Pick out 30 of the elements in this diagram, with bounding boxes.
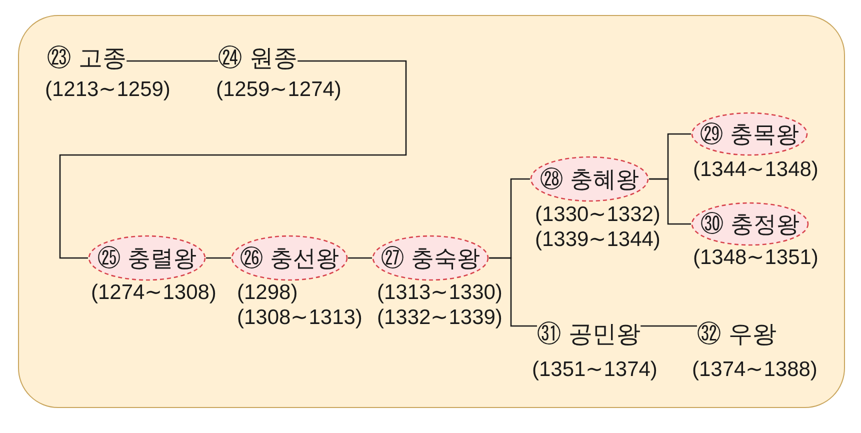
connector-line [206,257,231,259]
king-name: ㉓ 고종 [47,44,127,72]
connector-line [59,60,407,259]
name-ellipse: ㉖ 충선왕 [231,235,348,281]
name-ellipse: ㉙ 충목왕 [691,112,808,156]
reign-years: (1348∼1351) [693,246,818,270]
reign-years: (1274∼1308) [91,281,216,305]
reign-years: (1298) [237,281,298,305]
name-ellipse: ㉕ 충렬왕 [88,235,206,281]
connector-line [126,60,218,62]
reign-years: (1351∼1374) [532,358,658,382]
king-name: ㉜ 우왕 [697,320,777,348]
reign-years: (1308∼1313) [237,306,362,330]
name-ellipse: ㉚ 충정왕 [691,202,809,246]
reign-years: (1213∼1259) [45,78,170,102]
reign-years: (1259∼1274) [216,78,342,102]
connector-line [489,257,537,327]
king-name: ㉔ 원종 [218,44,298,72]
reign-years: (1330∼1332) [535,203,660,227]
connector-line [649,178,691,225]
king-name: ㉛ 공민왕 [537,320,641,348]
reign-years: (1374∼1388) [692,358,818,382]
name-ellipse: ㉗ 충숙왕 [372,235,489,281]
connector-line [640,325,697,327]
reign-years: (1339∼1344) [535,228,660,252]
reign-years: (1344∼1348) [693,158,818,182]
reign-years: (1313∼1330) [377,281,502,305]
name-ellipse: ㉘ 충혜왕 [530,156,649,202]
connector-line [348,257,372,259]
reign-years: (1332∼1339) [377,306,502,330]
